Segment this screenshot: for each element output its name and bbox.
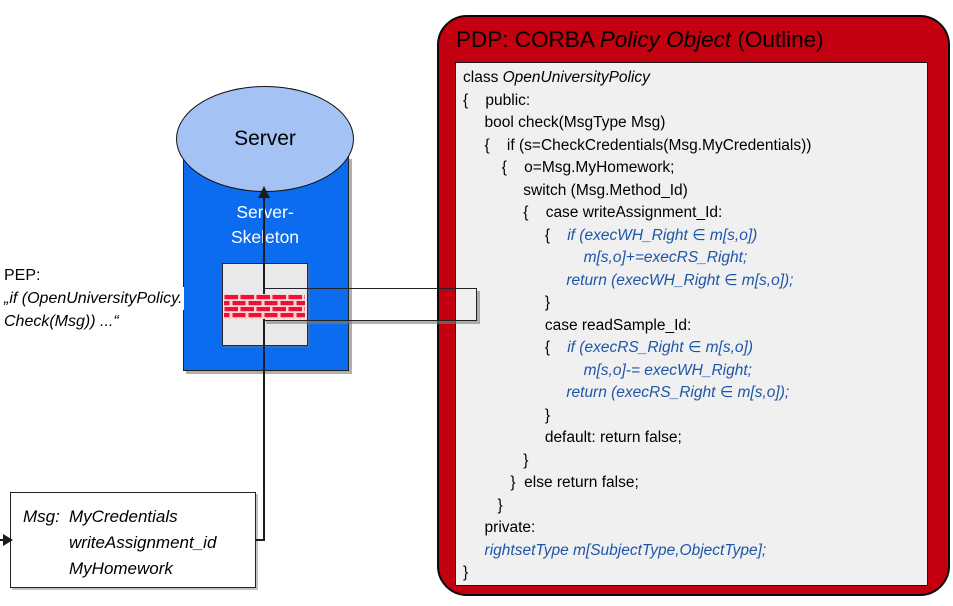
code-segment <box>463 542 485 559</box>
code-segment: default: return false; <box>463 429 682 446</box>
pep-label: PEP: <box>4 264 184 287</box>
message-flow-line-jog <box>256 539 265 541</box>
code-line: } <box>463 405 927 428</box>
code-segment: if (execRS_Right ∈ m[s,o]) <box>567 339 754 356</box>
code-line: bool check(MsgType Msg) <box>463 112 927 135</box>
code-line: return (execRS_Right ∈ m[s,o]); <box>463 382 927 405</box>
pep-annotation: PEP: „if (OpenUniversityPolicy. Check(Ms… <box>4 264 185 333</box>
code-segment: rightsetType m[SubjectType,ObjectType]; <box>484 541 767 559</box>
message-flow-line <box>263 193 265 541</box>
code-line: { if (execRS_Right ∈ m[s,o]) <box>463 337 927 360</box>
code-line: { if (execWH_Right ∈ m[s,o]) <box>463 225 927 248</box>
msg-item: MyCredentials <box>69 507 178 526</box>
code-line: } <box>463 495 927 518</box>
code-segment: bool check(MsgType Msg) <box>463 114 666 131</box>
pdp-title: PDP: CORBA Policy Object (Outline) <box>456 27 936 53</box>
code-line: m[s,o]+=execRS_Right; <box>463 247 927 270</box>
code-line: default: return false; <box>463 427 927 450</box>
code-line: switch (Msg.Method_Id) <box>463 180 927 203</box>
arrow-up-icon <box>258 186 270 198</box>
code-line: { public: <box>463 90 927 113</box>
code-line: } <box>463 292 927 315</box>
code-line: rightsetType m[SubjectType,ObjectType]; <box>463 540 927 563</box>
code-segment: OpenUniversityPolicy <box>502 69 650 86</box>
code-segment: private: <box>463 519 536 536</box>
server-skeleton-label: Server- Skeleton <box>183 200 347 250</box>
msg-item: MyHomework <box>69 559 173 578</box>
code-segment: return (execRS_Right ∈ m[s,o]); <box>463 384 790 401</box>
code-segment: } else return false; <box>463 474 639 491</box>
code-segment: m[s,o]-= execWH_Right; <box>463 361 752 379</box>
code-line: { o=Msg.MyHomework; <box>463 157 927 180</box>
code-segment: { o=Msg.MyHomework; <box>463 159 675 176</box>
text-segment: PDP: CORBA <box>456 27 600 52</box>
code-line: } <box>463 450 927 473</box>
code-line: { if (s=CheckCredentials(Msg.MyCredentia… <box>463 135 927 158</box>
code-line: } <box>463 562 927 585</box>
firewall-bricks-icon <box>224 294 305 319</box>
code-segment: { public: <box>463 91 531 109</box>
code-line: } else return false; <box>463 472 927 495</box>
code-line: case readSample_Id: <box>463 315 927 338</box>
code-line: return (execWH_Right ∈ m[s,o]); <box>463 270 927 293</box>
text-segment: (Outline) <box>731 27 824 52</box>
code-segment: } <box>463 564 469 581</box>
incoming-arrow-icon <box>3 534 13 546</box>
code-segment: case readSample_Id: <box>463 316 692 334</box>
code-line: private: <box>463 517 927 540</box>
server-ellipse: Server <box>176 86 354 192</box>
code-segment: } <box>463 451 529 469</box>
code-segment: if (execWH_Right ∈ m[s,o]) <box>567 226 758 244</box>
server-label: Server <box>234 127 296 150</box>
code-line: { case writeAssignment_Id: <box>463 202 927 225</box>
skeleton-label-line1: Server- <box>236 202 294 222</box>
text-segment: Policy Object <box>599 27 732 52</box>
policy-code-panel: class OpenUniversityPolicy{ public: bool… <box>455 62 928 586</box>
code-segment: m[s,o]+=execRS_Right; <box>463 249 748 266</box>
code-segment: { <box>463 226 568 244</box>
code-segment: } <box>463 496 503 514</box>
code-line: class OpenUniversityPolicy <box>463 67 927 90</box>
pep-code-line2: Check(Msg)) ...“ <box>4 310 184 333</box>
code-segment: switch (Msg.Method_Id) <box>463 181 688 199</box>
code-segment: } <box>463 294 550 311</box>
code-segment: { if (s=CheckCredentials(Msg.MyCredentia… <box>463 136 812 154</box>
policy-code-lines: class OpenUniversityPolicy{ public: bool… <box>463 67 927 585</box>
pep-code-line1: „if (OpenUniversityPolicy. <box>4 287 185 310</box>
code-segment: } <box>463 406 550 424</box>
msg-label: Msg: <box>23 507 60 526</box>
code-segment: class <box>463 69 503 86</box>
code-line: m[s,o]-= execWH_Right; <box>463 360 927 383</box>
code-segment: { case writeAssignment_Id: <box>463 204 723 221</box>
code-segment: return (execWH_Right ∈ m[s,o]); <box>463 271 794 289</box>
msg-item: writeAssignment_id <box>69 533 217 552</box>
code-segment: { <box>463 339 568 356</box>
